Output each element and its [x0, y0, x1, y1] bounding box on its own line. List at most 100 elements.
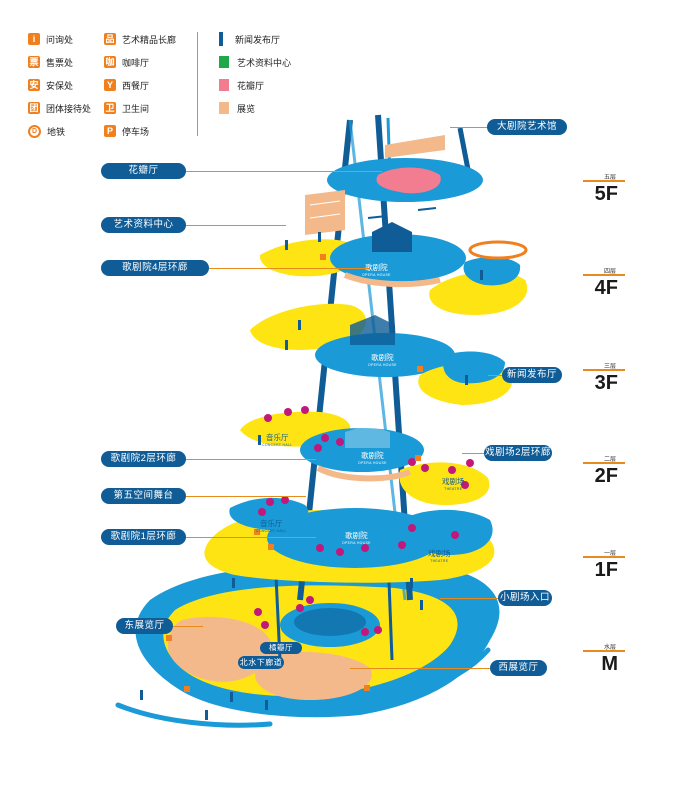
legend-parking: P 停车场: [104, 124, 149, 138]
legend-press: 新闻发布厅: [219, 32, 280, 46]
floor-divider: [583, 180, 625, 182]
floor-code-1f[interactable]: 1F: [594, 559, 618, 581]
label-petal-hall[interactable]: 花瓣厅: [101, 163, 186, 179]
zone-swatch-pink: [219, 79, 229, 91]
legend-label: 艺术精品长廊: [122, 34, 177, 45]
leader-line: [186, 171, 382, 172]
legend-security: 安 安保处: [28, 78, 73, 92]
floor-cn-2f: 二层: [603, 457, 616, 463]
zone-swatch-green: [219, 56, 229, 68]
leader-line: [186, 459, 316, 460]
label-north-corridor[interactable]: 北水下廊道: [238, 656, 284, 669]
legend-label: 地铁: [47, 126, 66, 137]
plate-label-en: OPERA HOUSE: [368, 363, 397, 367]
legend-label: 卫生间: [122, 103, 150, 114]
legend-label: 团体接待处: [46, 103, 92, 114]
label-fifth-space[interactable]: 第五空间舞台: [101, 488, 186, 504]
floor-1f-platform: [204, 497, 495, 583]
label-petal-lower[interactable]: 橘瓣厅: [260, 642, 302, 654]
plate-label-en: OPERA HOUSE: [342, 541, 371, 545]
floor-cn-5f: 五层: [603, 175, 616, 181]
theatre-2f-plate: 戏剧场 THEATRE: [442, 476, 465, 491]
leader-line: [186, 496, 306, 497]
floor-code-4f[interactable]: 4F: [594, 277, 618, 299]
legend-petal: 花瓣厅: [219, 78, 264, 92]
plate-label-en: THEATRE: [444, 487, 463, 491]
opera-roofs: [345, 222, 412, 448]
group-reception-icon: 团: [28, 102, 40, 114]
restaurant-icon: Y: [104, 79, 116, 91]
plate-label: 音乐厅: [266, 433, 289, 442]
label-west-hall[interactable]: 西展览厅: [490, 660, 547, 676]
legend-subway: D 地铁: [28, 124, 65, 138]
label-grand-theatre-museum[interactable]: 大剧院艺术馆: [487, 119, 567, 135]
leader-line: [350, 668, 490, 669]
label-small-theatre-entrance[interactable]: 小剧场入口: [498, 590, 552, 606]
floor-divider: [583, 650, 625, 652]
legend-label: 西餐厅: [122, 80, 150, 91]
cafe-icon: 咖: [104, 56, 116, 68]
plate-label-en: CONCERT HALL: [256, 529, 287, 533]
legend-label: 花瓣厅: [237, 80, 265, 91]
plate-label-en: THEATRE: [430, 559, 449, 563]
opera-4f-plate: 歌剧院 OPERA HOUSE: [362, 262, 391, 277]
info-icon: i: [28, 33, 40, 45]
label-press-hall[interactable]: 新闻发布厅: [502, 367, 562, 383]
legend-ticket: 票 售票处: [28, 55, 73, 69]
parking-icon: P: [104, 125, 116, 137]
floor-code-5f[interactable]: 5F: [594, 183, 618, 205]
plate-label: 歌剧院: [365, 263, 388, 272]
leader-line: [173, 626, 203, 627]
legend-info: i 问询处: [28, 32, 73, 46]
legend-divider: [197, 32, 198, 136]
floor-divider: [583, 556, 625, 558]
gift-shop-icon: 品: [104, 33, 116, 45]
label-opera-1f-gallery[interactable]: 歌剧院1层环廊: [101, 529, 186, 545]
legend-cafe: 咖 咖啡厅: [104, 55, 149, 69]
opera-2f-plate: 歌剧院 OPERA HOUSE: [358, 450, 387, 465]
label-opera-4f-gallery[interactable]: 歌剧院4层环廊: [101, 260, 209, 276]
legend-gift-shop: 品 艺术精品长廊: [104, 32, 176, 46]
seat-markers: [254, 406, 474, 636]
visitor-figures: [140, 232, 483, 720]
floor-5f-platform: [327, 135, 483, 202]
leader-line: [488, 375, 502, 376]
legend-label: 停车场: [122, 126, 150, 137]
label-art-archive[interactable]: 艺术资料中心: [101, 217, 186, 233]
plate-label: 歌剧院: [371, 353, 394, 362]
concert-2f-plate: 音乐厅 CONCERT HALL: [262, 432, 293, 447]
label-theatre-2f-gallery[interactable]: 戏剧场2层环廊: [484, 445, 552, 461]
label-opera-2f-gallery[interactable]: 歌剧院2层环廊: [101, 451, 186, 467]
plate-label-en: OPERA HOUSE: [362, 273, 391, 277]
floor-4f-platform: [259, 234, 528, 315]
legend-label: 问询处: [46, 34, 74, 45]
leader-line: [462, 453, 484, 454]
opera-1f-plate: 歌剧院 OPERA HOUSE: [342, 530, 371, 545]
water-level-base: [115, 563, 500, 728]
legend-label: 安保处: [46, 80, 74, 91]
plate-label: 戏剧场: [442, 477, 465, 486]
legend-label: 咖啡厅: [122, 57, 150, 68]
label-east-hall[interactable]: 东展览厅: [116, 618, 173, 634]
plate-label: 音乐厅: [260, 519, 283, 528]
concert-1f-plate: 音乐厅 CONCERT HALL: [256, 518, 287, 533]
floor-code-3f[interactable]: 3F: [594, 372, 618, 394]
zone-swatch-navy: [219, 32, 223, 46]
theatre-1f-plate: 戏剧场 THEATRE: [428, 548, 451, 563]
legend-label: 艺术资料中心: [237, 57, 292, 68]
leader-line: [209, 268, 369, 269]
legend-label: 新闻发布厅: [235, 34, 281, 45]
floor-code-m[interactable]: M: [601, 653, 618, 675]
floor-cn-4f: 四层: [603, 269, 616, 275]
floor-cn-3f: 三层: [603, 364, 616, 370]
floor-divider: [583, 274, 625, 276]
legend-restroom: 卫 卫生间: [104, 101, 149, 115]
floor-code-2f[interactable]: 2F: [594, 465, 618, 487]
legend-exhibition: 展览: [219, 101, 255, 115]
zone-swatch-peach: [219, 102, 229, 114]
facility-markers: [166, 254, 423, 692]
leader-line: [440, 598, 498, 599]
subway-icon: D: [28, 124, 41, 138]
legend-restaurant: Y 西餐厅: [104, 78, 149, 92]
